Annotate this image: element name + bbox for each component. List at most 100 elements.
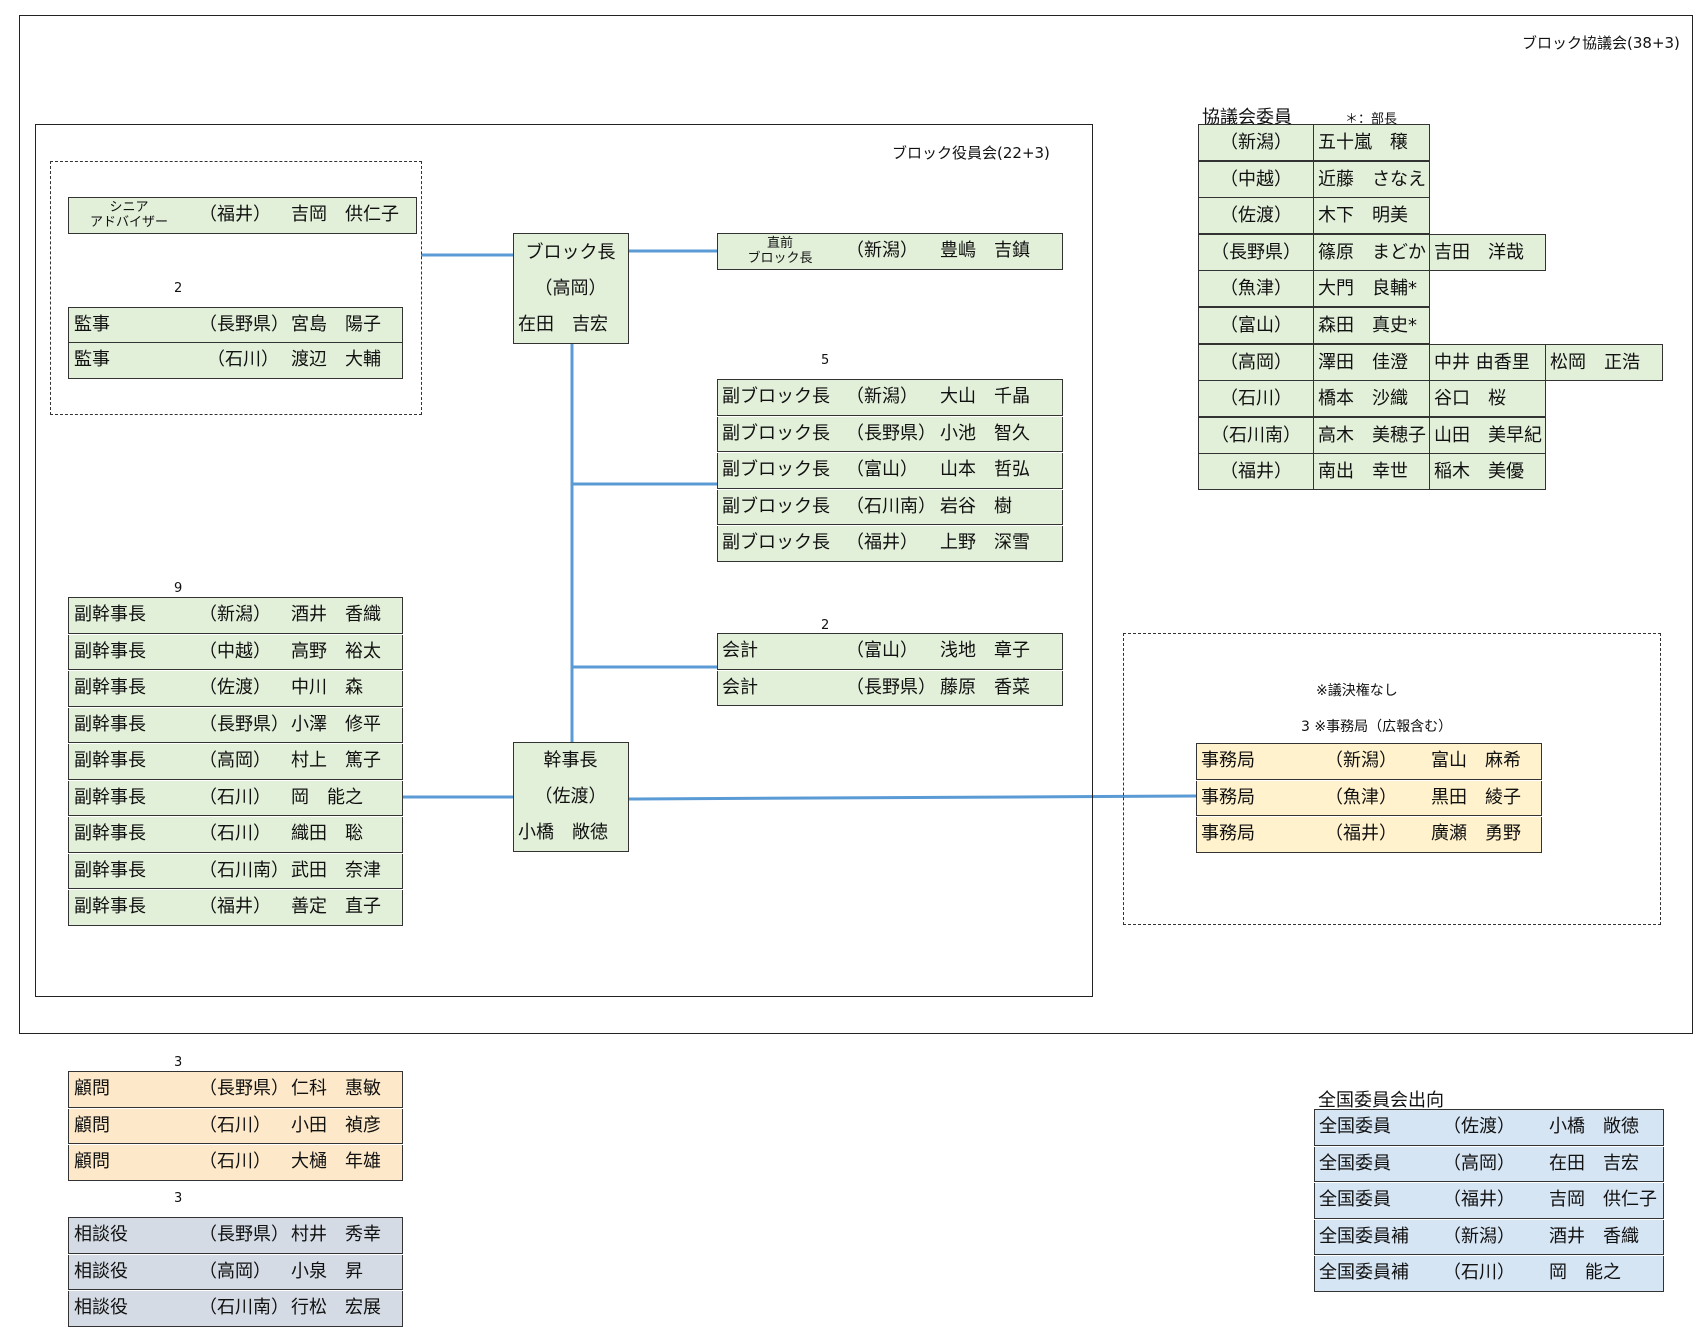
row-name: 在田 吉宏 [1549, 1152, 1639, 1174]
row-pref: （魚津） [1325, 786, 1397, 808]
table-row: 副幹事長（高岡）村上 篤子 [68, 744, 403, 780]
row-pref: （石川南） [199, 1297, 289, 1318]
committee-member: 澤田 佳澄 [1313, 344, 1430, 381]
row-role: 副幹事長 [74, 859, 146, 881]
row-name: 岡 能之 [291, 786, 363, 808]
table-row: 全国委員補（石川）岡 能之 [1314, 1256, 1664, 1292]
past-chief-row: 直前 ブロック長 （新潟） 豊嶋 吉鎮 [717, 233, 1063, 270]
row-role: 副幹事長 [74, 640, 146, 662]
senior-role-line1: シニア [109, 200, 149, 215]
row-role: 副幹事長 [74, 604, 146, 625]
table-row: 副ブロック長（長野県）小池 智久 [717, 416, 1063, 452]
committee-member: 高木 美穂子 [1313, 417, 1430, 454]
secretariat-note: ※議決権なし [1316, 683, 1398, 699]
row-pref: （石川） [199, 1114, 271, 1136]
row-name: 上野 深雪 [940, 532, 1030, 553]
committee-member: 谷口 桜 [1429, 380, 1546, 417]
row-name: 武田 奈津 [291, 859, 381, 881]
secretariat-dashed-frame [1123, 633, 1661, 925]
row-name: 小橋 敞徳 [1549, 1116, 1639, 1137]
table-row: 全国委員（高岡）在田 吉宏 [1314, 1146, 1664, 1182]
row-role: 副ブロック長 [722, 532, 830, 553]
table-row: 監事 （長野県） 宮島 陽子 [68, 307, 403, 343]
row-pref: （佐渡） [199, 677, 271, 698]
committee-member: 木下 明美 [1313, 197, 1430, 234]
row-role: 副幹事長 [74, 896, 146, 917]
row-pref: （新潟） [1443, 1225, 1515, 1247]
past-name: 豊嶋 吉鎮 [940, 240, 1030, 261]
row-role: 副ブロック長 [722, 459, 830, 480]
chief-pref: （高岡） [534, 278, 607, 299]
table-row: 事務局（福井）廣瀬 勇野 [1196, 817, 1542, 853]
table-row: 副幹事長（石川南）武田 奈津 [68, 853, 403, 889]
auditors-count: 2 [174, 281, 183, 296]
national-title: 全国委員会出向 [1318, 1090, 1444, 1111]
secretariat-count: 3 [1301, 719, 1310, 735]
row-role: 副幹事長 [74, 677, 146, 698]
row-pref: （福井） [199, 896, 271, 917]
committee-member: 近藤 さなえ [1313, 161, 1430, 198]
past-role-line1: 直前 [766, 236, 793, 251]
table-row: 会計（長野県）藤原 香菜 [717, 670, 1063, 706]
row-role: 顧問 [74, 1151, 110, 1172]
row-role: 副ブロック長 [722, 422, 830, 444]
table-row: 相談役（長野県）村井 秀幸 [68, 1217, 403, 1254]
table-row: 顧問 （石川） 大樋 年雄 [68, 1145, 403, 1181]
row-pref: （長野県） [199, 713, 289, 735]
council-frame [19, 15, 1693, 1034]
committee-pref: （石川南） [1198, 417, 1314, 454]
senior-pref: （福井） [199, 204, 271, 225]
row-pref: （福井） [1325, 823, 1397, 844]
table-row: 副幹事長（石川）岡 能之 [68, 780, 403, 816]
vice-secs-count: 9 [174, 581, 183, 596]
committee-member: 大門 良輔* [1313, 270, 1430, 307]
row-pref: （福井） [1443, 1189, 1515, 1210]
block-chief-box: ブロック長 （高岡） 在田 吉宏 [513, 233, 629, 344]
row-name: 山本 哲弘 [940, 459, 1030, 480]
row-pref: （長野県） [199, 1224, 289, 1245]
secretariat-label: ※事務局（広報含む） [1314, 719, 1453, 735]
advisor-dashed-frame [50, 161, 422, 415]
table-row: 顧問（長野県）仁科 惠敏 [68, 1071, 403, 1108]
row-pref: （石川） [1443, 1262, 1515, 1283]
row-role: 副幹事長 [74, 750, 146, 771]
row-role: 全国委員 [1319, 1116, 1391, 1137]
table-row: 副幹事長（佐渡）中川 森 [68, 671, 403, 707]
row-role: 会計 [722, 676, 758, 698]
row-pref: （長野県） [199, 1078, 289, 1099]
committee-member: 稲木 美優 [1429, 453, 1546, 490]
row-name: 大樋 年雄 [291, 1151, 381, 1172]
row-name: 酒井 香織 [1549, 1225, 1639, 1247]
secgen-title: 幹事長 [543, 750, 598, 771]
board-title: ブロック役員会(22+3) [892, 144, 1050, 162]
committee-member: 五十嵐 穣 [1313, 124, 1430, 161]
row-pref: （新潟） [846, 386, 918, 407]
committee-member: 篠原 まどか [1313, 234, 1430, 271]
row-role: 事務局 [1201, 750, 1255, 771]
table-row: 監事 （石川） 渡辺 大輔 [68, 343, 403, 379]
row-role: 事務局 [1201, 786, 1255, 808]
row-pref: （石川） [199, 823, 271, 844]
committee-pref: （魚津） [1198, 270, 1314, 307]
committee-pref: （富山） [1198, 307, 1314, 344]
row-pref: （高岡） [1443, 1152, 1515, 1174]
row-name: 行松 宏展 [291, 1297, 381, 1318]
treasurers-count: 2 [821, 618, 830, 633]
row-name: 善定 直子 [291, 896, 381, 917]
table-row: 副幹事長 （福井） 善定 直子 [68, 890, 403, 926]
committee-note: ＊：部長 [1345, 112, 1398, 127]
row-name: 富山 麻希 [1431, 750, 1521, 771]
table-row: 副幹事長（長野県）小澤 修平 [68, 707, 403, 743]
committee-pref: （長野県） [1198, 234, 1314, 271]
row-pref: （中越） [199, 640, 271, 662]
row-pref: （富山） [846, 640, 918, 661]
table-row: 事務局（魚津）黒田 綾子 [1196, 780, 1542, 816]
row-pref: （石川） [199, 1151, 271, 1172]
row-name: 村上 篤子 [291, 750, 381, 771]
row-role: 会計 [722, 640, 758, 661]
vice-chiefs-count: 5 [821, 353, 830, 368]
secgen-pref: （佐渡） [534, 786, 607, 807]
row-name: 小池 智久 [940, 422, 1030, 444]
row-pref: （石川南） [846, 495, 936, 517]
past-role-line2: ブロック長 [747, 251, 813, 266]
